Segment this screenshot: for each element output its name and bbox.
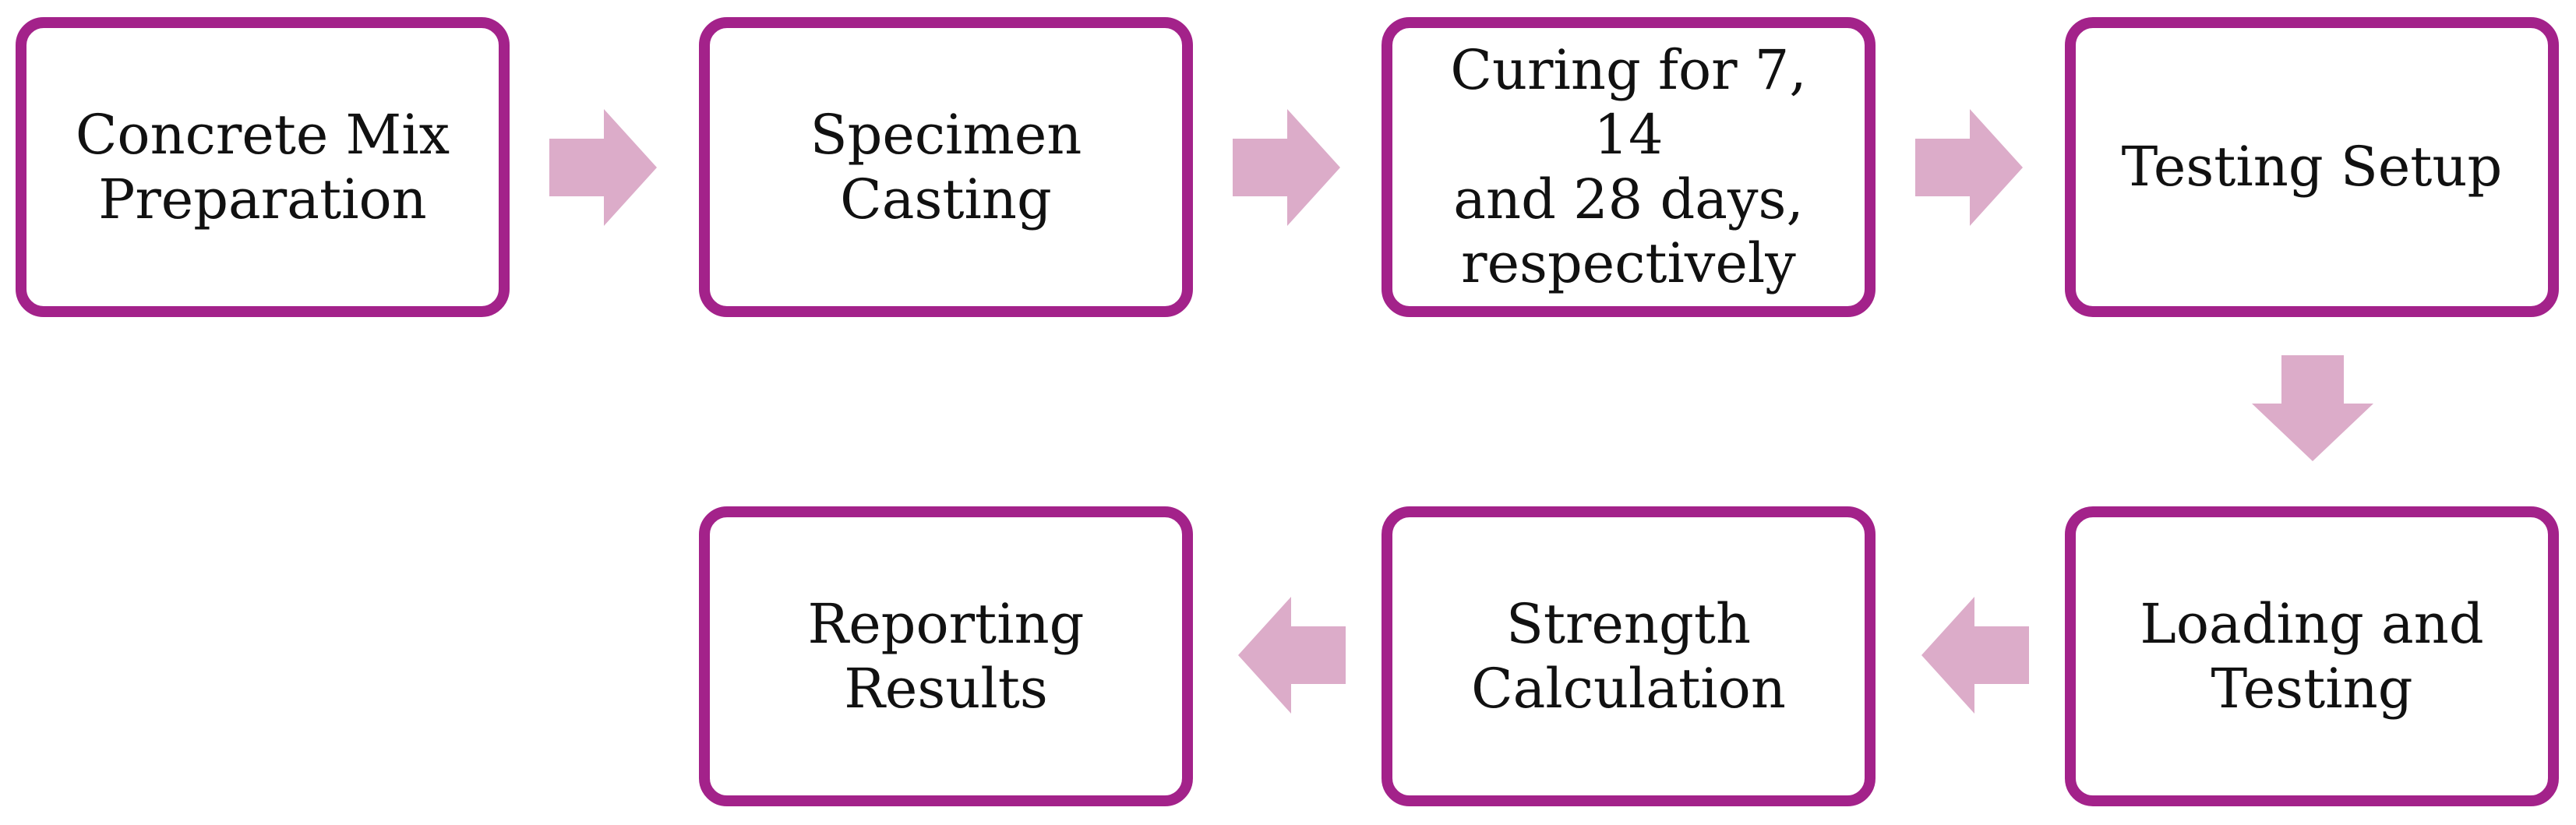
- step-concrete-mix-preparation: Concrete Mix Preparation: [16, 17, 510, 317]
- step-label-line: Reporting: [807, 591, 1085, 656]
- step-reporting-results: Reporting Results: [699, 506, 1193, 806]
- step-label: Strength Calculation: [1456, 592, 1801, 721]
- arrow-down-icon: [2252, 355, 2373, 461]
- step-strength-calculation: Strength Calculation: [1382, 506, 1876, 806]
- step-label-line: Casting: [840, 167, 1052, 231]
- arrow-right-icon: [1915, 109, 2023, 226]
- step-label: Concrete Mix Preparation: [60, 103, 465, 231]
- step-label-line: Calculation: [1471, 656, 1786, 721]
- step-label-line: and 28 days,: [1453, 167, 1804, 231]
- step-label-line: Specimen: [810, 102, 1082, 167]
- arrow-right-icon: [549, 109, 657, 226]
- step-label: Testing Setup: [2106, 135, 2518, 199]
- step-label-line: Results: [844, 656, 1048, 721]
- step-label: Loading and Testing: [2124, 592, 2499, 721]
- step-label-line: Strength: [1505, 591, 1752, 656]
- step-loading-and-testing: Loading and Testing: [2065, 506, 2559, 806]
- step-label-line: respectively: [1461, 231, 1796, 296]
- step-label-line: Loading and: [2140, 591, 2484, 656]
- step-label: Curing for 7, 14 and 28 days, respective…: [1392, 38, 1865, 295]
- step-specimen-casting: Specimen Casting: [699, 17, 1193, 317]
- step-label-line: Testing: [2211, 656, 2413, 721]
- step-label-line: Curing for 7, 14: [1450, 38, 1807, 167]
- arrow-right-icon: [1233, 109, 1340, 226]
- step-curing: Curing for 7, 14 and 28 days, respective…: [1382, 17, 1876, 317]
- step-label-line: Preparation: [98, 167, 427, 231]
- step-label-line: Concrete Mix: [75, 102, 450, 167]
- step-label: Reporting Results: [792, 592, 1100, 721]
- step-label-line: Testing Setup: [2121, 135, 2503, 199]
- arrow-left-icon: [1921, 597, 2029, 714]
- arrow-left-icon: [1238, 597, 1346, 714]
- step-testing-setup: Testing Setup: [2065, 17, 2559, 317]
- step-label: Specimen Casting: [795, 103, 1098, 231]
